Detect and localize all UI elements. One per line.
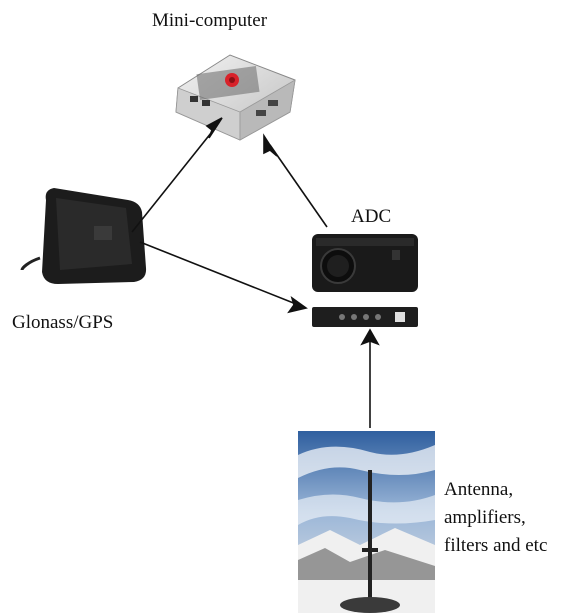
arrowhead-gps-to-mini-computer bbox=[205, 117, 223, 139]
adc-label: ADC bbox=[351, 206, 392, 227]
arrowhead-antenna-to-adc bbox=[360, 328, 380, 346]
adc-device-icon bbox=[312, 234, 418, 292]
gps-receiver-icon bbox=[20, 188, 147, 284]
antenna-site-icon bbox=[298, 431, 435, 613]
antenna-label: Antenna, amplifiers, filters and etc bbox=[444, 476, 547, 560]
antenna-label-line-1: Antenna, bbox=[444, 479, 514, 500]
arrow-gps-to-adc bbox=[139, 241, 297, 305]
connection-arrows bbox=[131, 117, 380, 428]
gps-label: Glonass/GPS bbox=[12, 312, 114, 333]
mini-computer-icon bbox=[175, 54, 296, 141]
arrowhead-adc-to-mini-computer bbox=[263, 133, 278, 157]
antenna-label-line-2: amplifiers, bbox=[444, 507, 526, 528]
antenna-label-line-3: filters and etc bbox=[444, 535, 548, 556]
arrowhead-gps-to-adc bbox=[287, 296, 308, 314]
adc-connector-panel-icon bbox=[312, 307, 418, 327]
mini-computer-label: Mini-computer bbox=[152, 10, 268, 31]
arrow-gps-to-mini-computer bbox=[131, 127, 216, 233]
arrow-adc-to-mini-computer bbox=[269, 144, 328, 228]
